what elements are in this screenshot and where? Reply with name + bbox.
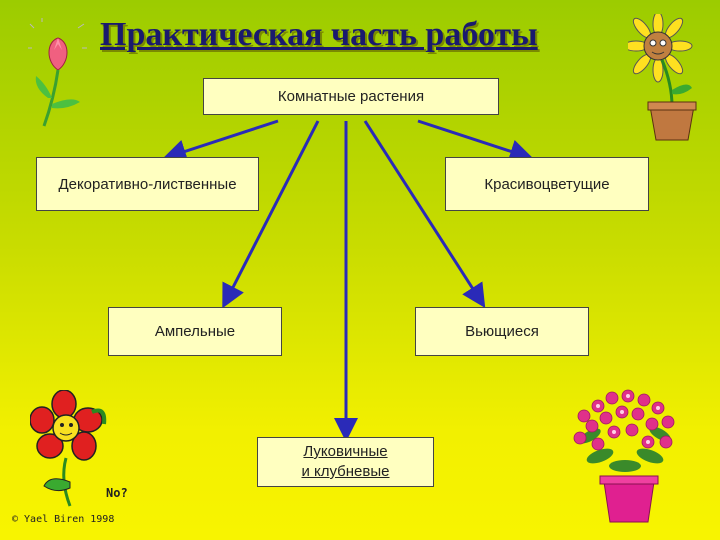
node-bulbous-line2: и клубневые	[301, 462, 389, 482]
cartoon-flower-icon	[30, 390, 110, 508]
clipart-credit: © Yael Biren 1998	[12, 514, 114, 525]
node-climbing: Вьющиеся	[415, 307, 589, 356]
node-decorative-leafy: Декоративно-лиственные	[36, 157, 259, 211]
node-beautiful-flowering: Красивоцветущие	[445, 157, 649, 211]
sunflower-pot-icon	[628, 14, 708, 146]
arrow-to-ampelous	[225, 121, 318, 303]
arrow-to-climbing	[365, 121, 482, 303]
node-root: Комнатные растения	[203, 78, 499, 115]
tulip-icon	[28, 18, 88, 128]
potted-flowers-icon	[570, 386, 680, 526]
node-bulbous-line1: Луковичные	[301, 442, 389, 462]
node-ampelous: Ампельные	[108, 307, 282, 356]
arrow-to-beautiful-flowering	[418, 121, 528, 157]
node-bulbous: Луковичные и клубневые	[257, 437, 434, 487]
arrow-to-decorative-leafy	[168, 121, 278, 157]
cartoon-flower-caption: No?	[106, 486, 128, 500]
